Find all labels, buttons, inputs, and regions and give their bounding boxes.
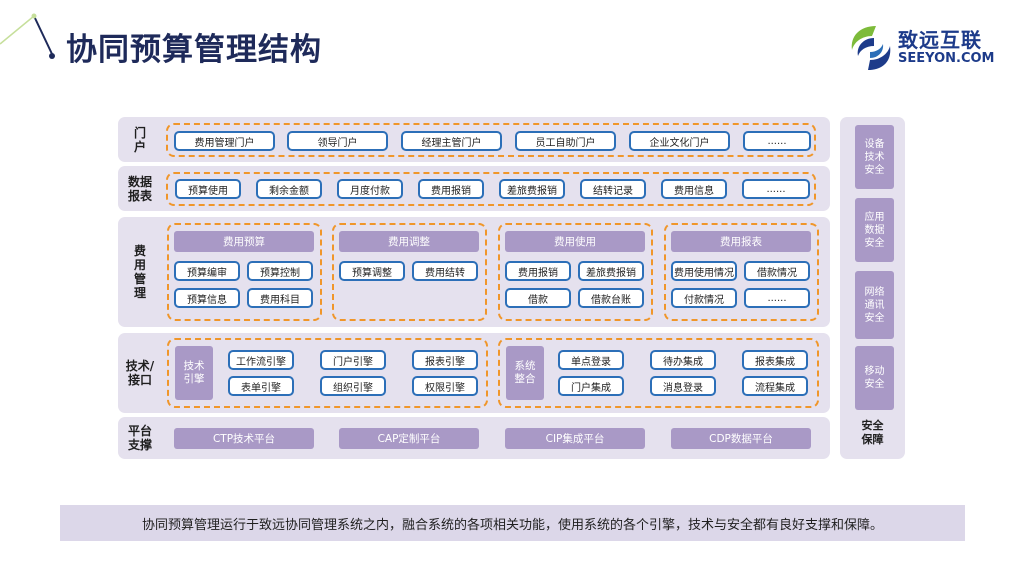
group-header-usage: 费用使用 xyxy=(505,231,645,252)
layer-label-text: 平台支撑 xyxy=(127,424,152,452)
usage-item[interactable]: 费用报销 xyxy=(505,261,571,281)
layer-tech-interface: 技术/接口 技术引擎 工作流引擎 门户引擎 报表引擎 表单引擎 组织引擎 权限引… xyxy=(118,333,830,413)
budget-dashed-group xyxy=(167,223,322,321)
portal-item[interactable]: 经理主管门户 xyxy=(401,131,502,151)
logo-text-cn: 致远互联 xyxy=(898,28,982,52)
usage-item[interactable]: 借款台账 xyxy=(578,288,644,308)
layer-label-report: 数据报表 xyxy=(118,166,162,211)
budget-item[interactable]: 预算编审 xyxy=(174,261,240,281)
integration-item[interactable]: 单点登录 xyxy=(558,350,624,370)
report-item[interactable]: 结转记录 xyxy=(580,179,646,199)
portal-item[interactable]: 企业文化门户 xyxy=(629,131,730,151)
adjust-dashed-group xyxy=(332,223,487,321)
layer-label-portal: 门户 xyxy=(118,117,162,162)
report-item[interactable]: 费用报销 xyxy=(418,179,484,199)
platform-item[interactable]: CDP数据平台 xyxy=(671,428,811,449)
report-item[interactable]: ...... xyxy=(742,179,810,199)
report-item[interactable]: 差旅费报销 xyxy=(499,179,565,199)
group-header-adjust: 费用调整 xyxy=(339,231,479,252)
security-item-label: 应用数据安全 xyxy=(864,211,885,249)
usage-dashed-group xyxy=(498,223,653,321)
security-label: 安全保障 xyxy=(840,419,905,447)
layer-label-platform: 平台支撑 xyxy=(118,417,162,459)
security-item-label: 设备技术安全 xyxy=(864,138,885,176)
expense-report-item[interactable]: 借款情况 xyxy=(744,261,810,281)
engine-item[interactable]: 权限引擎 xyxy=(412,376,478,396)
security-column: 设备技术安全 应用数据安全 网络通讯安全 移动安全 安全保障 xyxy=(840,117,905,459)
group-header-expense-report: 费用报表 xyxy=(671,231,811,252)
engine-item[interactable]: 门户引擎 xyxy=(320,350,386,370)
layer-data-report: 数据报表 预算使用 剩余金额 月度付款 费用报销 差旅费报销 结转记录 费用信息… xyxy=(118,166,830,211)
layer-label-text: 数据报表 xyxy=(127,174,152,203)
layer-label-text: 费用管理 xyxy=(133,244,146,300)
layer-portal: 门户 费用管理门户 领导门户 经理主管门户 员工自助门户 企业文化门户 ....… xyxy=(118,117,830,162)
security-item[interactable]: 设备技术安全 xyxy=(855,125,894,189)
expense-report-dashed-group xyxy=(664,223,819,321)
integration-title: 系统整合 xyxy=(514,360,536,385)
security-item-label: 网络通讯安全 xyxy=(864,286,885,324)
integration-item[interactable]: 门户集成 xyxy=(558,376,624,396)
report-item[interactable]: 月度付款 xyxy=(337,179,403,199)
seeyon-logo-icon xyxy=(851,26,891,70)
layer-label-tech: 技术/接口 xyxy=(118,333,162,413)
platform-item[interactable]: CIP集成平台 xyxy=(505,428,645,449)
expense-report-item[interactable]: 费用使用情况 xyxy=(671,261,737,281)
layer-label-text: 门户 xyxy=(133,125,146,154)
budget-item[interactable]: 预算信息 xyxy=(174,288,240,308)
report-item[interactable]: 费用信息 xyxy=(661,179,727,199)
platform-item[interactable]: CAP定制平台 xyxy=(339,428,479,449)
portal-item[interactable]: 领导门户 xyxy=(287,131,388,151)
engine-dashed-group xyxy=(167,338,488,408)
security-item[interactable]: 应用数据安全 xyxy=(855,198,894,262)
usage-item[interactable]: 借款 xyxy=(505,288,571,308)
security-label-text: 安全保障 xyxy=(861,419,884,446)
portal-dashed-group xyxy=(166,123,816,157)
footer-note: 协同预算管理运行于致远协同管理系统之内，融合系统的各项相关功能，使用系统的各个引… xyxy=(60,505,965,541)
decorative-line xyxy=(0,13,55,59)
engine-item[interactable]: 工作流引擎 xyxy=(228,350,294,370)
tech-engine-title: 技术引擎 xyxy=(183,360,205,385)
layer-expense-management: 费用管理 费用预算 预算编审 预算控制 预算信息 费用科目 费用调整 预算调整 … xyxy=(118,217,830,327)
layer-platform: 平台支撑 CTP技术平台 CAP定制平台 CIP集成平台 CDP数据平台 xyxy=(118,417,830,459)
security-item[interactable]: 网络通讯安全 xyxy=(855,271,894,339)
logo-text-en: SEEYON.COM xyxy=(898,51,995,66)
portal-item[interactable]: 费用管理门户 xyxy=(174,131,275,151)
report-dashed-group xyxy=(166,172,816,206)
layer-label-management: 费用管理 xyxy=(118,217,162,327)
group-header-budget: 费用预算 xyxy=(174,231,314,252)
engine-item[interactable]: 组织引擎 xyxy=(320,376,386,396)
adjust-item[interactable]: 费用结转 xyxy=(412,261,478,281)
report-item[interactable]: 剩余金额 xyxy=(256,179,322,199)
security-item-label: 移动安全 xyxy=(864,366,885,390)
portal-item[interactable]: 员工自助门户 xyxy=(515,131,616,151)
security-item[interactable]: 移动安全 xyxy=(855,346,894,410)
platform-item[interactable]: CTP技术平台 xyxy=(174,428,314,449)
integration-item[interactable]: 消息登录 xyxy=(650,376,716,396)
tech-engine-box: 技术引擎 xyxy=(175,346,213,400)
layer-label-text: 技术/接口 xyxy=(125,359,155,387)
budget-item[interactable]: 费用科目 xyxy=(247,288,313,308)
expense-report-item[interactable]: 付款情况 xyxy=(671,288,737,308)
expense-report-item[interactable]: ...... xyxy=(744,288,810,308)
integration-box: 系统整合 xyxy=(506,346,544,400)
report-item[interactable]: 预算使用 xyxy=(175,179,241,199)
usage-item[interactable]: 差旅费报销 xyxy=(578,261,644,281)
integration-item[interactable]: 报表集成 xyxy=(742,350,808,370)
engine-item[interactable]: 表单引擎 xyxy=(228,376,294,396)
portal-item[interactable]: ...... xyxy=(743,131,811,151)
budget-item[interactable]: 预算控制 xyxy=(247,261,313,281)
engine-item[interactable]: 报表引擎 xyxy=(412,350,478,370)
integration-dashed-group xyxy=(498,338,819,408)
integration-item[interactable]: 流程集成 xyxy=(742,376,808,396)
adjust-item[interactable]: 预算调整 xyxy=(339,261,405,281)
integration-item[interactable]: 待办集成 xyxy=(650,350,716,370)
page-title: 协同预算管理结构 xyxy=(66,32,322,68)
company-logo: 致远互联 SEEYON.COM xyxy=(846,20,1006,76)
